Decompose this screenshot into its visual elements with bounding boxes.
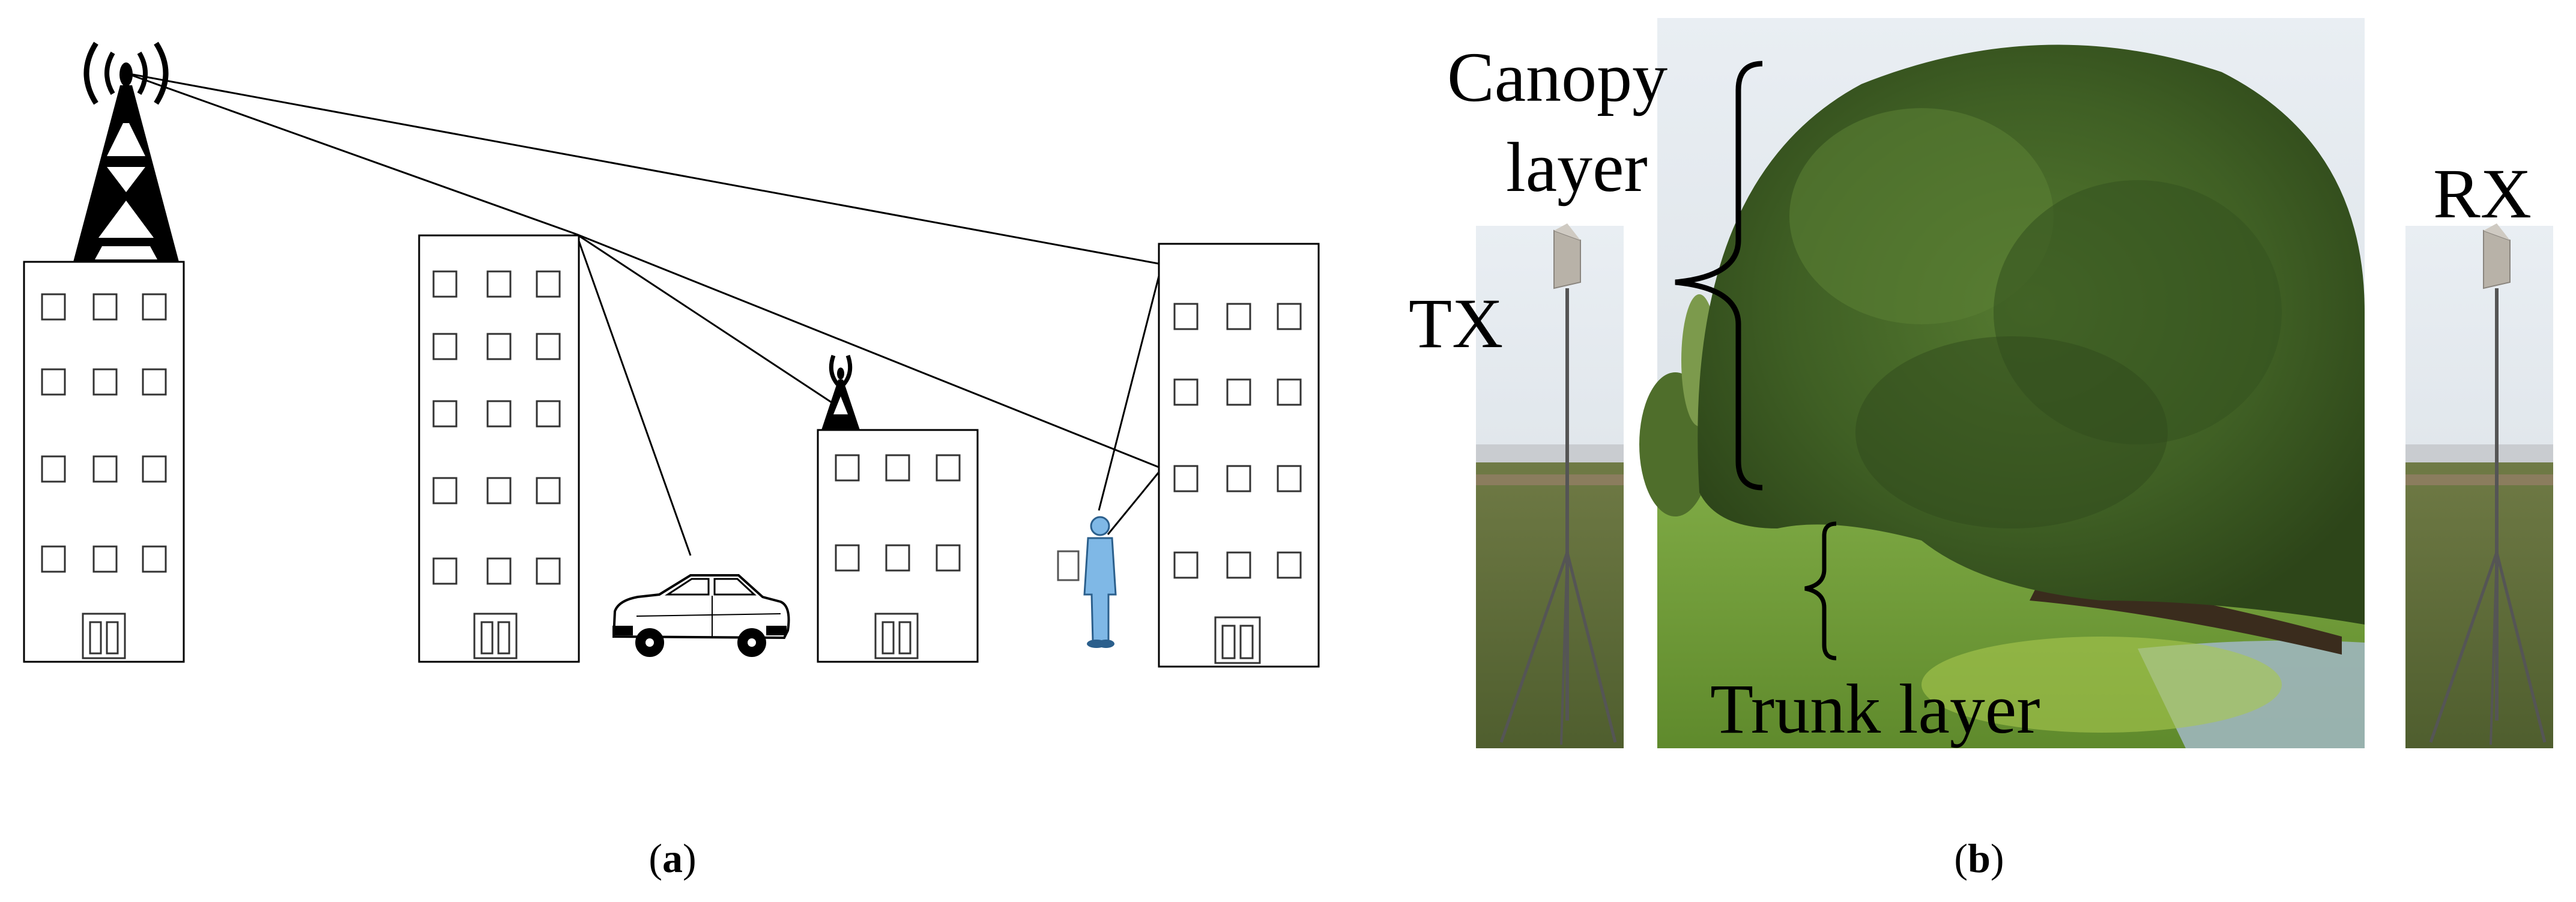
panel-b-caption: (b)	[1954, 835, 2004, 881]
panel-b-vegetation-scene: Canopy layer TX RX Trunk layer (b)	[1409, 18, 2553, 881]
rx-label: RX	[2433, 154, 2532, 233]
building-4-door	[1214, 616, 1261, 664]
tx-antenna-icon	[1499, 223, 1617, 745]
propagation-lines	[125, 72, 1163, 556]
canopy-brace	[1675, 61, 1763, 491]
canopy-label-line2: layer	[1506, 128, 1648, 207]
building-2	[418, 234, 580, 663]
canopy-label-line1: Canopy	[1447, 38, 1667, 117]
ray-to-car	[575, 234, 692, 556]
building-1-door	[82, 613, 126, 659]
building-3-windows	[835, 454, 961, 572]
ray-tower-to-right-building	[125, 72, 1163, 265]
rx-antenna-icon	[2429, 223, 2547, 745]
ray-building-to-person-1	[1098, 264, 1163, 511]
tx-label: TX	[1409, 284, 1503, 363]
building-1-windows	[41, 293, 167, 573]
building-3-door	[874, 613, 919, 659]
tree-photo	[1639, 18, 2365, 748]
rx-photo	[2405, 223, 2553, 748]
building-2-windows	[432, 270, 561, 585]
transmitter-tower-icon	[73, 41, 179, 262]
building-4-windows	[1173, 303, 1302, 579]
ray-building-to-person-2	[1107, 468, 1163, 535]
person-with-laptop-icon	[1057, 516, 1117, 648]
ray-to-small-antenna	[576, 233, 841, 410]
small-antenna-icon	[821, 354, 860, 430]
trunk-layer-label: Trunk layer	[1710, 670, 2040, 748]
panel-a-caption: (a)	[649, 835, 696, 881]
tx-photo	[1476, 223, 1624, 748]
building-3	[817, 429, 979, 663]
trunk-brace	[1804, 521, 1837, 661]
ray-tower-to-middle-building	[125, 72, 577, 235]
building-2-door	[473, 613, 518, 659]
building-1	[23, 261, 185, 663]
building-4	[1158, 243, 1320, 668]
panel-a-urban-scene: (a)	[23, 41, 1320, 881]
ray-to-right-building-side	[576, 233, 1163, 470]
car-icon	[612, 574, 790, 657]
